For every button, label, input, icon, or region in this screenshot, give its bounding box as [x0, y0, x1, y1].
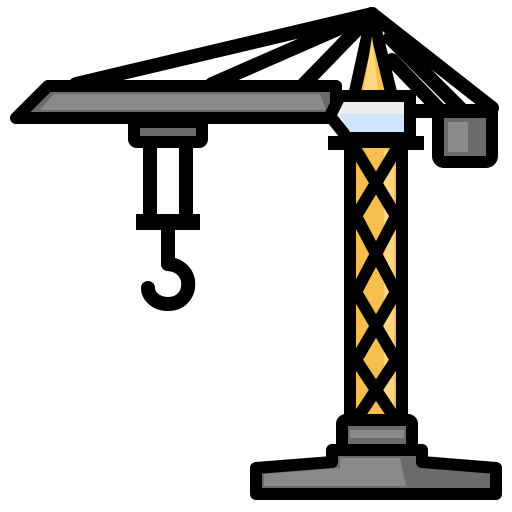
cable-main	[69, 7, 379, 91]
cable-rear	[365, 7, 499, 115]
crane-jib	[10, 80, 342, 124]
operator-cab	[324, 90, 416, 142]
counter-jib	[404, 104, 498, 168]
crane-hook-assembly	[128, 116, 208, 312]
mast-apex-highlight	[364, 36, 378, 90]
mast-lattice	[350, 144, 402, 426]
cab-window	[340, 114, 404, 132]
cable-inner	[205, 7, 379, 91]
cable-rear-inner	[385, 53, 445, 115]
base-collar-line	[350, 430, 404, 438]
crane-base	[250, 414, 502, 500]
jib-highlight	[40, 94, 326, 110]
trolley	[128, 116, 208, 148]
cable-mid	[297, 7, 379, 91]
crane-cables	[69, 7, 499, 115]
hook-cables	[143, 139, 193, 227]
crane-mast	[328, 136, 424, 430]
hook-block	[136, 214, 200, 230]
cable-rear-lower	[383, 31, 467, 115]
base-plate-highlight	[264, 458, 406, 486]
hook-icon	[141, 257, 196, 312]
counterweight-highlight	[448, 122, 468, 152]
